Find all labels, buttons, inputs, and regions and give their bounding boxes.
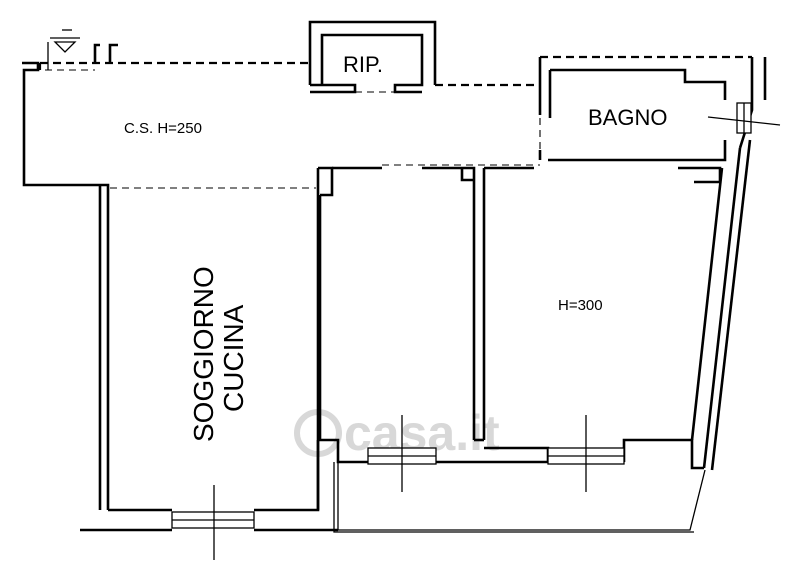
bathroom-bottom-wall — [548, 140, 727, 162]
room2-left-inner — [318, 195, 368, 464]
room3-bottom-right — [622, 438, 704, 470]
room2-left-wall — [318, 166, 334, 197]
top-left-stub2 — [108, 43, 118, 63]
balcony-outline — [337, 462, 706, 531]
right-slanted-wall — [690, 167, 724, 441]
ripostiglio: RIP. — [308, 20, 437, 94]
level-triangle-icon — [53, 41, 77, 53]
windows — [171, 102, 781, 560]
perimeter-walls — [22, 55, 767, 533]
balcony-inner — [333, 462, 694, 533]
corridor-label: C.S. H=250 — [124, 120, 202, 137]
corridor-left-wall — [22, 61, 110, 510]
right-slanted-outer2 — [710, 139, 752, 471]
rip-door — [310, 83, 357, 94]
room3-top-right — [678, 166, 722, 184]
rip-outer — [308, 20, 437, 85]
top-left-stub — [93, 43, 100, 63]
right-edge-top — [738, 57, 754, 149]
kitchen-label: CUCINA — [218, 304, 249, 412]
living-label: SOGGIORNO — [188, 266, 219, 442]
bathroom-inner — [550, 68, 727, 100]
level-symbol — [47, 29, 118, 70]
bathroom-label: BAGNO — [588, 105, 667, 130]
room2-top-wall-right — [422, 166, 476, 440]
rip-label: RIP. — [343, 52, 383, 77]
thresholds — [45, 69, 541, 510]
room-height-label: H=300 — [558, 297, 603, 314]
right-slanted-outer — [702, 147, 742, 469]
room2-top-stub — [460, 168, 474, 182]
